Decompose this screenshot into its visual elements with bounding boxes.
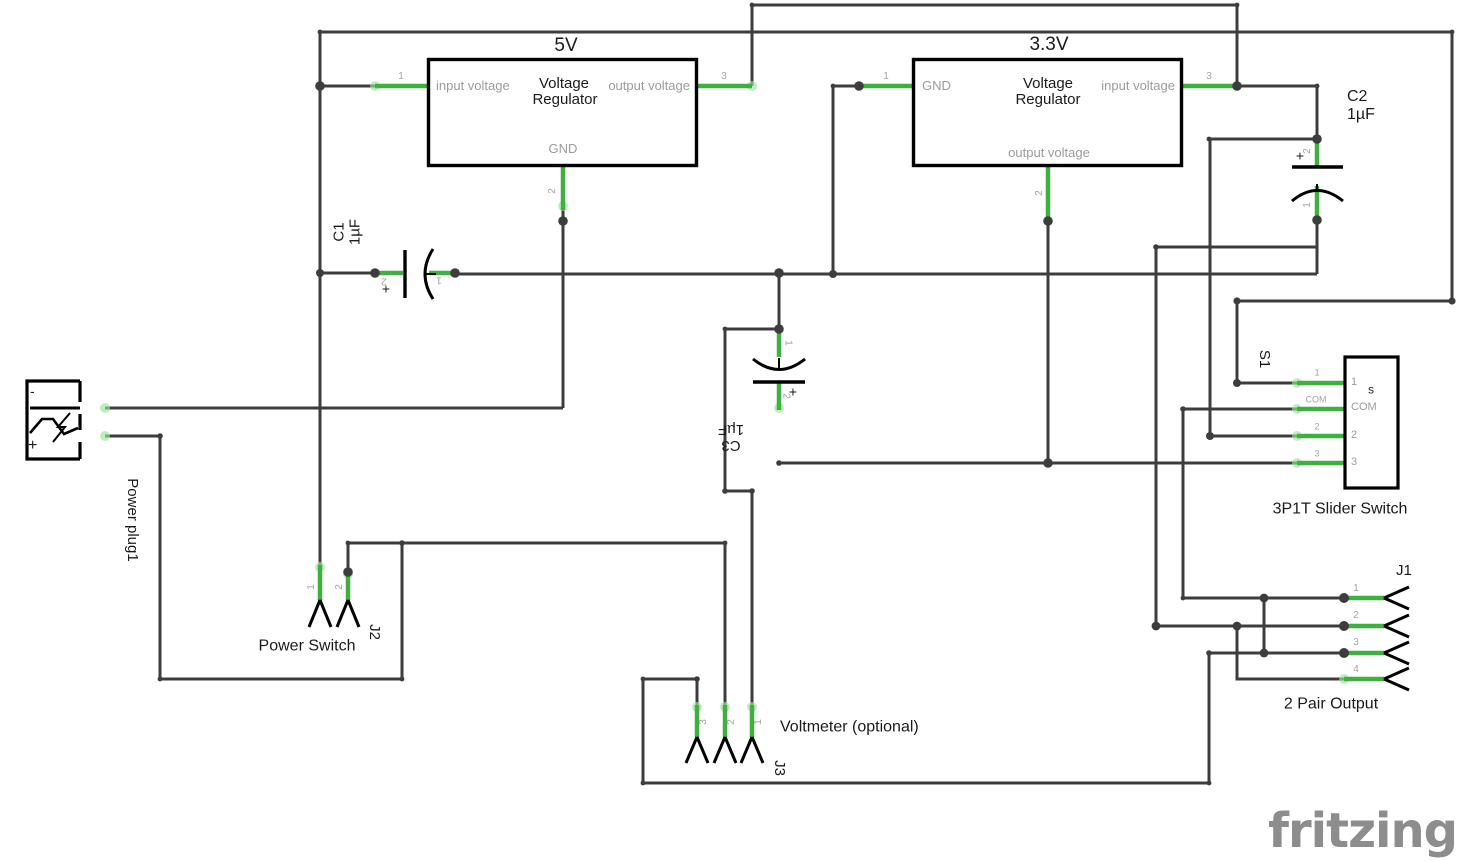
- power-switch-label[interactable]: Power Switch: [258, 637, 356, 655]
- output-ref[interactable]: J1: [1396, 562, 1412, 579]
- regulator-5v-title: 5V: [554, 35, 578, 57]
- c2-plus-sign: +: [1295, 147, 1305, 164]
- c3-plus-sign: +: [788, 383, 798, 400]
- c1-pin2-number: 2: [381, 275, 387, 287]
- j2-pin2-number: 2: [333, 584, 345, 590]
- slider-switch-label[interactable]: 3P1T Slider Switch: [1272, 500, 1408, 518]
- regulator-5v-pin2-number: 2: [546, 188, 558, 194]
- power-switch-ref[interactable]: J2: [365, 624, 383, 640]
- regulator-5v-pin-gnd: GND: [548, 141, 578, 157]
- power-switch-pins[interactable]: [307, 599, 361, 628]
- c2-pin1-number: 1: [1301, 202, 1313, 208]
- c3-ref: C3: [721, 436, 741, 454]
- j3-pin1-number: 1: [752, 719, 764, 725]
- regulator-33v-name-line2: Regulator: [1015, 91, 1081, 109]
- slider-switch-body[interactable]: [1343, 355, 1400, 490]
- c2-ref: C2: [1347, 88, 1368, 105]
- c3-pin1-number: 1: [782, 340, 794, 346]
- output-label[interactable]: 2 Pair Output: [1283, 695, 1379, 713]
- lightning-icon: [52, 412, 71, 443]
- c2-pin2-number: 2: [1301, 148, 1313, 154]
- j1-pin2-number: 2: [1353, 609, 1359, 621]
- s1-outer-pin1: 1: [1314, 367, 1320, 378]
- c1-ref: C1: [330, 222, 348, 242]
- j1-pin4-number: 4: [1353, 663, 1359, 675]
- voltmeter-pins[interactable]: [684, 736, 765, 764]
- c2-value: 1µF: [1347, 106, 1375, 123]
- slider-switch-ref[interactable]: S1: [1255, 349, 1273, 369]
- bend-dots: [157, 2, 1455, 786]
- voltage-regulator-33v[interactable]: [911, 57, 1184, 168]
- regulator-33v-pin-output: output voltage: [1008, 145, 1090, 161]
- j2-pin1-number: 1: [305, 584, 317, 590]
- s1-inner-pin2: 2: [1351, 429, 1358, 442]
- voltmeter-label[interactable]: Voltmeter (optional): [780, 718, 919, 736]
- s1-inner-pin1: 1: [1351, 376, 1358, 389]
- s1-inner-pin3: 3: [1351, 456, 1358, 469]
- j1-pin1-number: 1: [1353, 582, 1359, 594]
- regulator-5v-name-line2: Regulator: [532, 91, 598, 109]
- pin-leads: [317, 83, 1384, 737]
- j3-pin2-number: 2: [725, 719, 737, 725]
- c1-value: 1µF: [346, 218, 363, 246]
- s1-inner-s: s: [1368, 382, 1374, 397]
- c1-pin1-number: 1: [436, 274, 442, 286]
- c3-value: 1µF: [717, 421, 745, 438]
- regulator-5v-pin-output: output voltage: [608, 78, 690, 94]
- j1-pin3-number: 3: [1353, 636, 1359, 648]
- plug-minus-sign: -: [30, 383, 35, 399]
- capacitor-c2[interactable]: [1291, 165, 1344, 203]
- s1-outer-pin2: 2: [1314, 421, 1320, 432]
- regulator-33v-name-line1: Voltage: [1022, 75, 1074, 93]
- regulator-33v-pin-gnd: GND: [922, 78, 951, 94]
- regulator-33v-pin-input: input voltage: [1101, 78, 1175, 94]
- capacitor-c3-label[interactable]: C3 1µF: [717, 421, 745, 454]
- regulator-5v-pin3-number: 3: [721, 70, 727, 82]
- voltage-regulator-5v[interactable]: [426, 57, 699, 168]
- regulator-5v-pin-input: input voltage: [436, 78, 510, 94]
- regulator-5v-name-line1: Voltage: [538, 75, 590, 93]
- capacitor-c3[interactable]: [752, 357, 806, 384]
- voltmeter-ref[interactable]: J3: [770, 760, 788, 776]
- capacitor-c1-label[interactable]: C1 1µF: [330, 218, 363, 246]
- power-plug-symbol[interactable]: [25, 379, 82, 461]
- power-plug-label[interactable]: Power plug1: [123, 478, 141, 562]
- s1-outer-pin3: 3: [1314, 448, 1320, 459]
- regulator-33v-pin2-number: 2: [1033, 190, 1045, 196]
- regulator-5v-pin1-number: 1: [398, 70, 404, 82]
- fritzing-watermark: fritzing: [1268, 803, 1458, 859]
- plug-plus-sign: +: [28, 437, 38, 454]
- c3-pin2-number: 2: [780, 393, 792, 399]
- s1-outer-com: COM: [1305, 394, 1327, 405]
- c1-plus-sign: +: [381, 280, 391, 297]
- capacitor-c2-label[interactable]: C2 1µF: [1347, 88, 1375, 124]
- output-pins[interactable]: [1383, 585, 1410, 692]
- regulator-33v-title: 3.3V: [1029, 34, 1069, 56]
- regulator-33v-pin1-number: 1: [883, 70, 889, 82]
- capacitor-c1[interactable]: [403, 248, 436, 300]
- regulator-33v-pin3-number: 3: [1206, 70, 1212, 82]
- junction-dots: [315, 81, 1456, 658]
- j3-pin3-number: 3: [697, 719, 709, 725]
- s1-inner-com: COM: [1351, 401, 1377, 414]
